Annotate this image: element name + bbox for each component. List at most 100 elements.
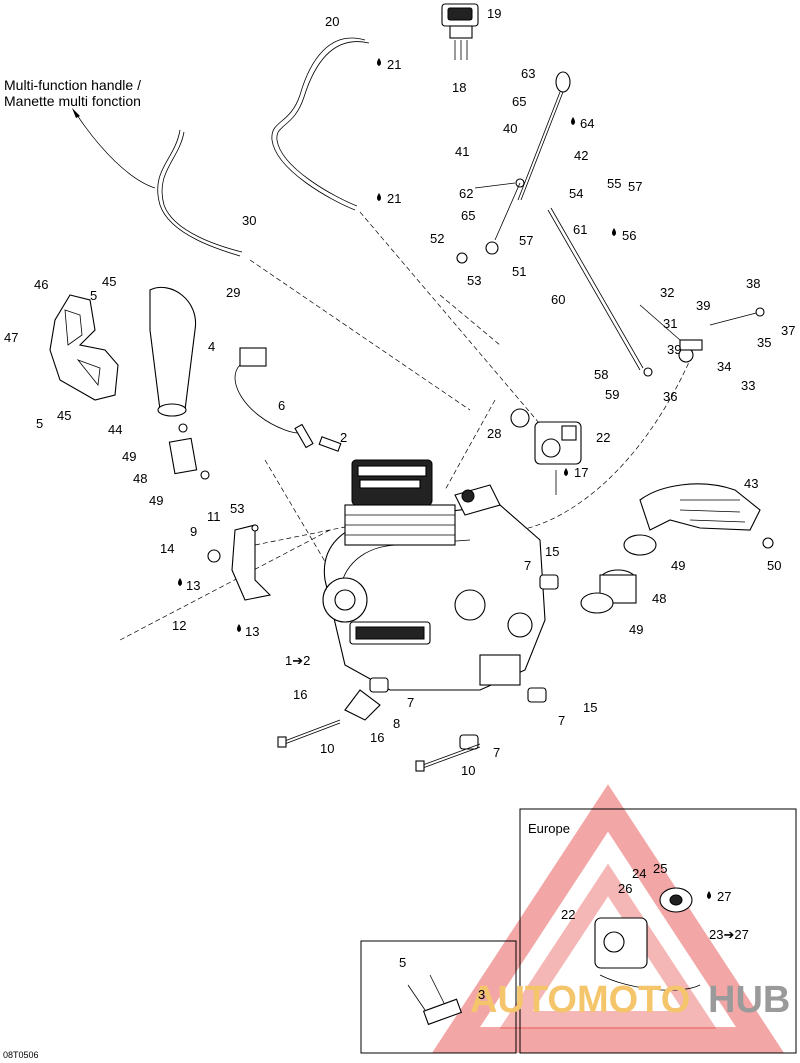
- part-label: 37: [781, 323, 795, 338]
- throttle-housing-19: [441, 3, 479, 60]
- part-label: 51: [512, 264, 526, 279]
- part-label: 41: [455, 144, 469, 159]
- engine-mounts-7: [344, 574, 559, 750]
- part-label: 52: [430, 231, 444, 246]
- part-label: 7: [493, 745, 500, 760]
- part-label: 15: [583, 700, 597, 715]
- handle-cable: [157, 129, 243, 257]
- part-label: 4: [208, 339, 215, 354]
- part-label: 31: [663, 316, 677, 331]
- detail-box: [360, 940, 517, 1054]
- part-label: 6: [278, 398, 285, 413]
- part-label: 49: [149, 493, 163, 508]
- part-label: 49: [671, 558, 685, 573]
- part-label: 13: [245, 624, 259, 639]
- europe-label: Europe: [528, 821, 570, 836]
- watermark-triangle-inner: [499, 863, 717, 1029]
- air-duct-43: [580, 483, 774, 614]
- oil-drop-icon: [564, 468, 568, 476]
- part-label: 53: [467, 273, 481, 288]
- europe-throttle-body: [594, 887, 701, 991]
- part-label: 10: [320, 741, 334, 756]
- part-label: 5: [399, 955, 406, 970]
- part-label: 23➔27: [709, 927, 749, 942]
- oil-drop-icon: [612, 228, 616, 236]
- part-label: 65: [512, 94, 526, 109]
- part-label: 17: [574, 465, 588, 480]
- part-label: 38: [746, 276, 760, 291]
- part-label: 33: [741, 378, 755, 393]
- part-label: 48: [652, 591, 666, 606]
- part-label: 9: [190, 524, 197, 539]
- part-label: 64: [580, 116, 594, 131]
- part-label: 54: [569, 186, 583, 201]
- part-label: 48: [133, 471, 147, 486]
- throttle-cable: [271, 37, 370, 211]
- watermark-text-a: AUTOMOTO: [470, 979, 690, 1021]
- part-label: 36: [663, 389, 677, 404]
- callout-arrow: [74, 111, 156, 189]
- part-label: 16: [370, 730, 384, 745]
- part-label: 19: [487, 6, 501, 21]
- part-label: 8: [393, 716, 400, 731]
- part-label: 39: [696, 298, 710, 313]
- shift-rod-40: [517, 71, 644, 371]
- oil-drop-icon: [571, 117, 575, 125]
- ignition-coil-4: [234, 347, 342, 452]
- part-label: 7: [558, 713, 565, 728]
- engine-bolts-10: [277, 719, 481, 772]
- part-label: 5: [90, 288, 97, 303]
- part-label: 40: [503, 121, 517, 136]
- part-label: 21: [387, 57, 401, 72]
- part-label: 24: [632, 866, 646, 881]
- watermark: [431, 784, 785, 1053]
- part-label: 22: [561, 907, 575, 922]
- part-label: 10: [461, 763, 475, 778]
- oil-drop-icon: [237, 624, 241, 632]
- engine-assembly-1: [322, 459, 546, 691]
- part-label: 53: [230, 501, 244, 516]
- part-number-labels: 19 20 21 18 63 65 64 40 41 42 62 54 21 5…: [4, 6, 795, 1002]
- part-label: 45: [57, 408, 71, 423]
- part-label: 1➔2: [285, 653, 310, 668]
- part-label: 2: [340, 430, 347, 445]
- europe-box: [519, 808, 797, 1054]
- part-label: 3: [478, 987, 485, 1002]
- part-label: 5: [36, 416, 43, 431]
- part-label: 26: [618, 881, 632, 896]
- oil-drop-icon: [377, 58, 381, 66]
- part-label: 63: [521, 66, 535, 81]
- part-label: 12: [172, 618, 186, 633]
- part-label: 34: [717, 359, 731, 374]
- intake-duct-44: [149, 286, 210, 480]
- part-label: 39: [667, 342, 681, 357]
- part-label: 45: [102, 274, 116, 289]
- callout-line-2: Manette multi fonction: [4, 93, 141, 109]
- part-label: 57: [628, 179, 642, 194]
- part-label: 44: [108, 422, 122, 437]
- throttle-body-22: [510, 408, 582, 495]
- callout-arrowhead: [72, 108, 80, 118]
- part-label: 61: [573, 222, 587, 237]
- part-label: 57: [519, 233, 533, 248]
- part-label: 35: [757, 335, 771, 350]
- part-label: 14: [160, 541, 174, 556]
- callout-line-1: Multi-function handle /: [4, 77, 141, 93]
- part-label: 21: [387, 191, 401, 206]
- part-label: 49: [629, 622, 643, 637]
- part-label: 7: [407, 695, 414, 710]
- oil-drop-icon: [377, 193, 381, 201]
- part-label: 11: [207, 509, 221, 524]
- oil-drop-icon: [707, 891, 711, 899]
- part-label: 28: [487, 426, 501, 441]
- part-label: 32: [660, 285, 674, 300]
- part-label: 25: [653, 861, 667, 876]
- part-label: 22: [596, 430, 610, 445]
- part-label: 15: [545, 544, 559, 559]
- detail-part-3: [407, 974, 463, 1026]
- figure-code: 08T0506: [3, 1050, 39, 1060]
- part-label: 47: [4, 330, 18, 345]
- part-label: 49: [122, 449, 136, 464]
- part-label: 46: [34, 277, 48, 292]
